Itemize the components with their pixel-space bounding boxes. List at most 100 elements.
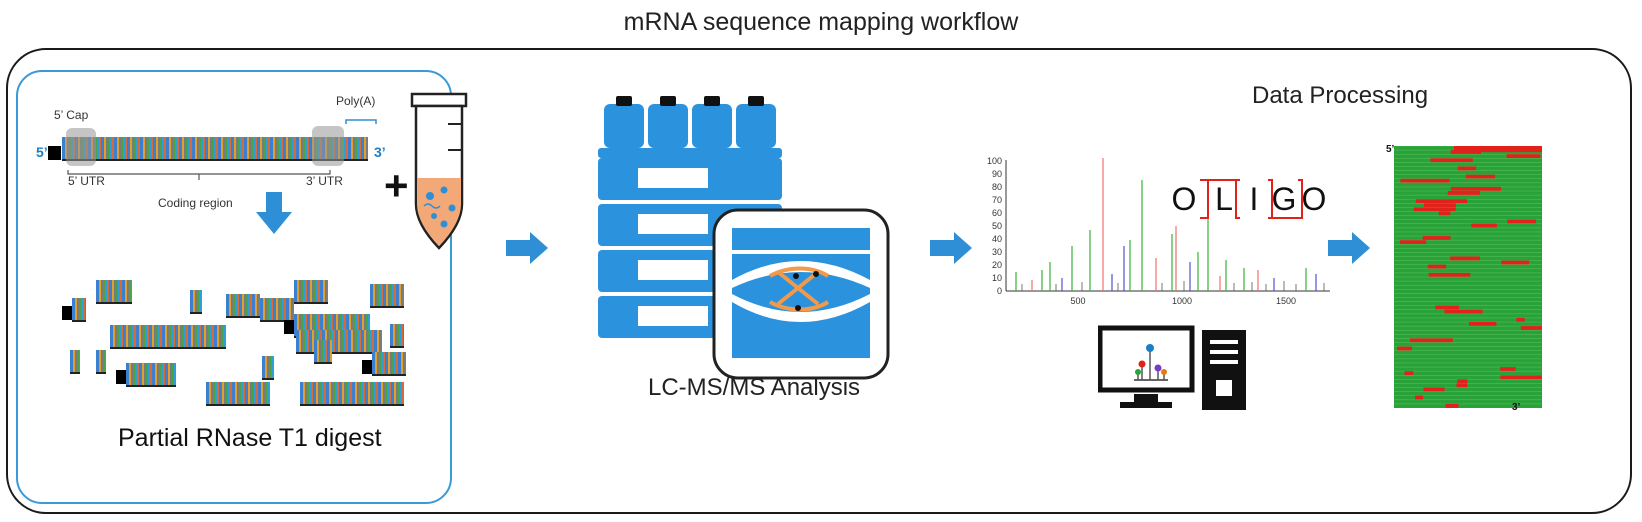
uncovered-segment: [1469, 322, 1497, 327]
mrna-annotations: [67, 119, 377, 180]
oligo-letter: G: [1272, 181, 1297, 217]
uncovered-segment: [1435, 305, 1460, 310]
uncovered-segment: [1445, 403, 1459, 408]
uncovered-segment: [1428, 272, 1471, 277]
fragment: [260, 298, 294, 322]
uncovered-segment: [1457, 379, 1468, 384]
fragment: [72, 298, 86, 322]
fragment: [314, 340, 332, 364]
uncovered-segment: [1422, 236, 1451, 241]
cap-block: [116, 370, 129, 384]
uncovered-segment: [1516, 317, 1525, 322]
uncovered-segment: [1450, 256, 1480, 261]
cap-highlight: [66, 128, 96, 166]
y-tick: 70: [992, 195, 1002, 205]
fragment: [96, 280, 132, 304]
uncovered-segment: [1423, 387, 1445, 392]
y-tick: 100: [987, 156, 1002, 166]
y-tick: 20: [992, 260, 1002, 270]
cap-block: [362, 360, 375, 374]
enzyme-tube-icon: [410, 92, 468, 250]
x-tick: 1000: [1172, 296, 1192, 306]
polya-label: Poly(A): [336, 94, 376, 108]
uncovered-segment: [1415, 395, 1424, 400]
fragment: [126, 363, 176, 387]
uncovered-segment: [1430, 158, 1473, 163]
right-arrow-icon: [930, 232, 972, 264]
cap-block: [62, 306, 75, 320]
down-arrow-icon: [256, 192, 292, 234]
cap-label: 5’ Cap: [54, 108, 89, 122]
plus-sign: +: [384, 162, 409, 209]
fragment: [110, 325, 226, 349]
y-tick: 30: [992, 247, 1002, 257]
y-tick: 50: [992, 221, 1002, 231]
diagram-title: mRNA sequence mapping workflow: [623, 8, 1019, 36]
five-prime-label: 5’: [36, 144, 48, 160]
uncovered-segment: [1438, 211, 1451, 216]
utr3-highlight: [312, 126, 344, 166]
oligo-letter: L: [1215, 181, 1233, 217]
coding-bracket: [67, 170, 331, 175]
y-tick: 0: [997, 286, 1002, 296]
uncovered-segment: [1450, 186, 1501, 191]
uncovered-segment: [1444, 309, 1483, 314]
computer-icon: [1098, 325, 1246, 410]
uncovered-segment: [1397, 346, 1412, 351]
utr3-label: 3’ UTR: [306, 174, 343, 188]
y-tick: 40: [992, 234, 1002, 244]
uncovered-segment: [1520, 326, 1542, 331]
right-arrow-icon: [1328, 232, 1370, 264]
fragment: [262, 356, 274, 380]
uncovered-segment: [1450, 150, 1481, 155]
lcms-instrument-icon: [598, 96, 890, 380]
uncovered-segment: [1471, 223, 1497, 228]
y-tick: 90: [992, 169, 1002, 179]
uncovered-segment: [1501, 260, 1530, 265]
uncovered-segment: [1427, 264, 1447, 269]
uncovered-segment: [1423, 203, 1456, 208]
uncovered-segment: [1447, 191, 1480, 196]
uncovered-segment: [1500, 367, 1516, 372]
fragment: [296, 330, 382, 354]
cap-block: [48, 146, 61, 160]
cap-block: [284, 320, 297, 334]
uncovered-segment: [1500, 375, 1542, 380]
fragment: [70, 350, 80, 374]
lcms-label: LC-MS/MS Analysis: [648, 374, 861, 401]
oligo-letter: O: [1172, 181, 1197, 217]
map-start-label: 5’: [1386, 144, 1395, 155]
fragment: [226, 294, 260, 318]
uncovered-segment: [1400, 240, 1427, 245]
uncovered-segment: [1415, 199, 1468, 204]
uncovered-segment: [1404, 371, 1414, 376]
utr5-label: 5’ UTR: [68, 174, 105, 188]
digest-panel: [16, 70, 452, 504]
y-tick: 60: [992, 208, 1002, 218]
x-tick: 1500: [1276, 296, 1296, 306]
coverage-map: [1394, 146, 1542, 408]
right-arrow-icon: [506, 232, 548, 264]
oligo-letter: O: [1302, 181, 1327, 217]
uncovered-segment: [1457, 166, 1477, 171]
fragment: [390, 324, 404, 348]
fragment: [372, 352, 406, 376]
y-tick: 10: [992, 273, 1002, 283]
uncovered-segment: [1400, 178, 1450, 183]
polya-bracket: [345, 119, 377, 124]
uncovered-segment: [1456, 383, 1468, 388]
fragment: [294, 280, 328, 304]
map-end-label: 3’: [1512, 402, 1521, 413]
data-processing-label: Data Processing: [1252, 82, 1429, 109]
digest-label: Partial RNase T1 digest: [118, 424, 382, 452]
three-prime-label: 3’: [374, 144, 386, 160]
uncovered-segment: [1507, 219, 1536, 224]
coding-region-label: Coding region: [158, 196, 233, 210]
uncovered-segment: [1465, 174, 1496, 179]
fragment: [96, 350, 106, 374]
fragment: [300, 382, 404, 406]
oligo-letter: I: [1250, 181, 1259, 217]
uncovered-segment: [1454, 146, 1542, 153]
x-tick: 500: [1070, 296, 1085, 306]
mass-spectrum: 100 90 80 70 60 50 40 30 20 10 0 500 100…: [987, 156, 1330, 306]
